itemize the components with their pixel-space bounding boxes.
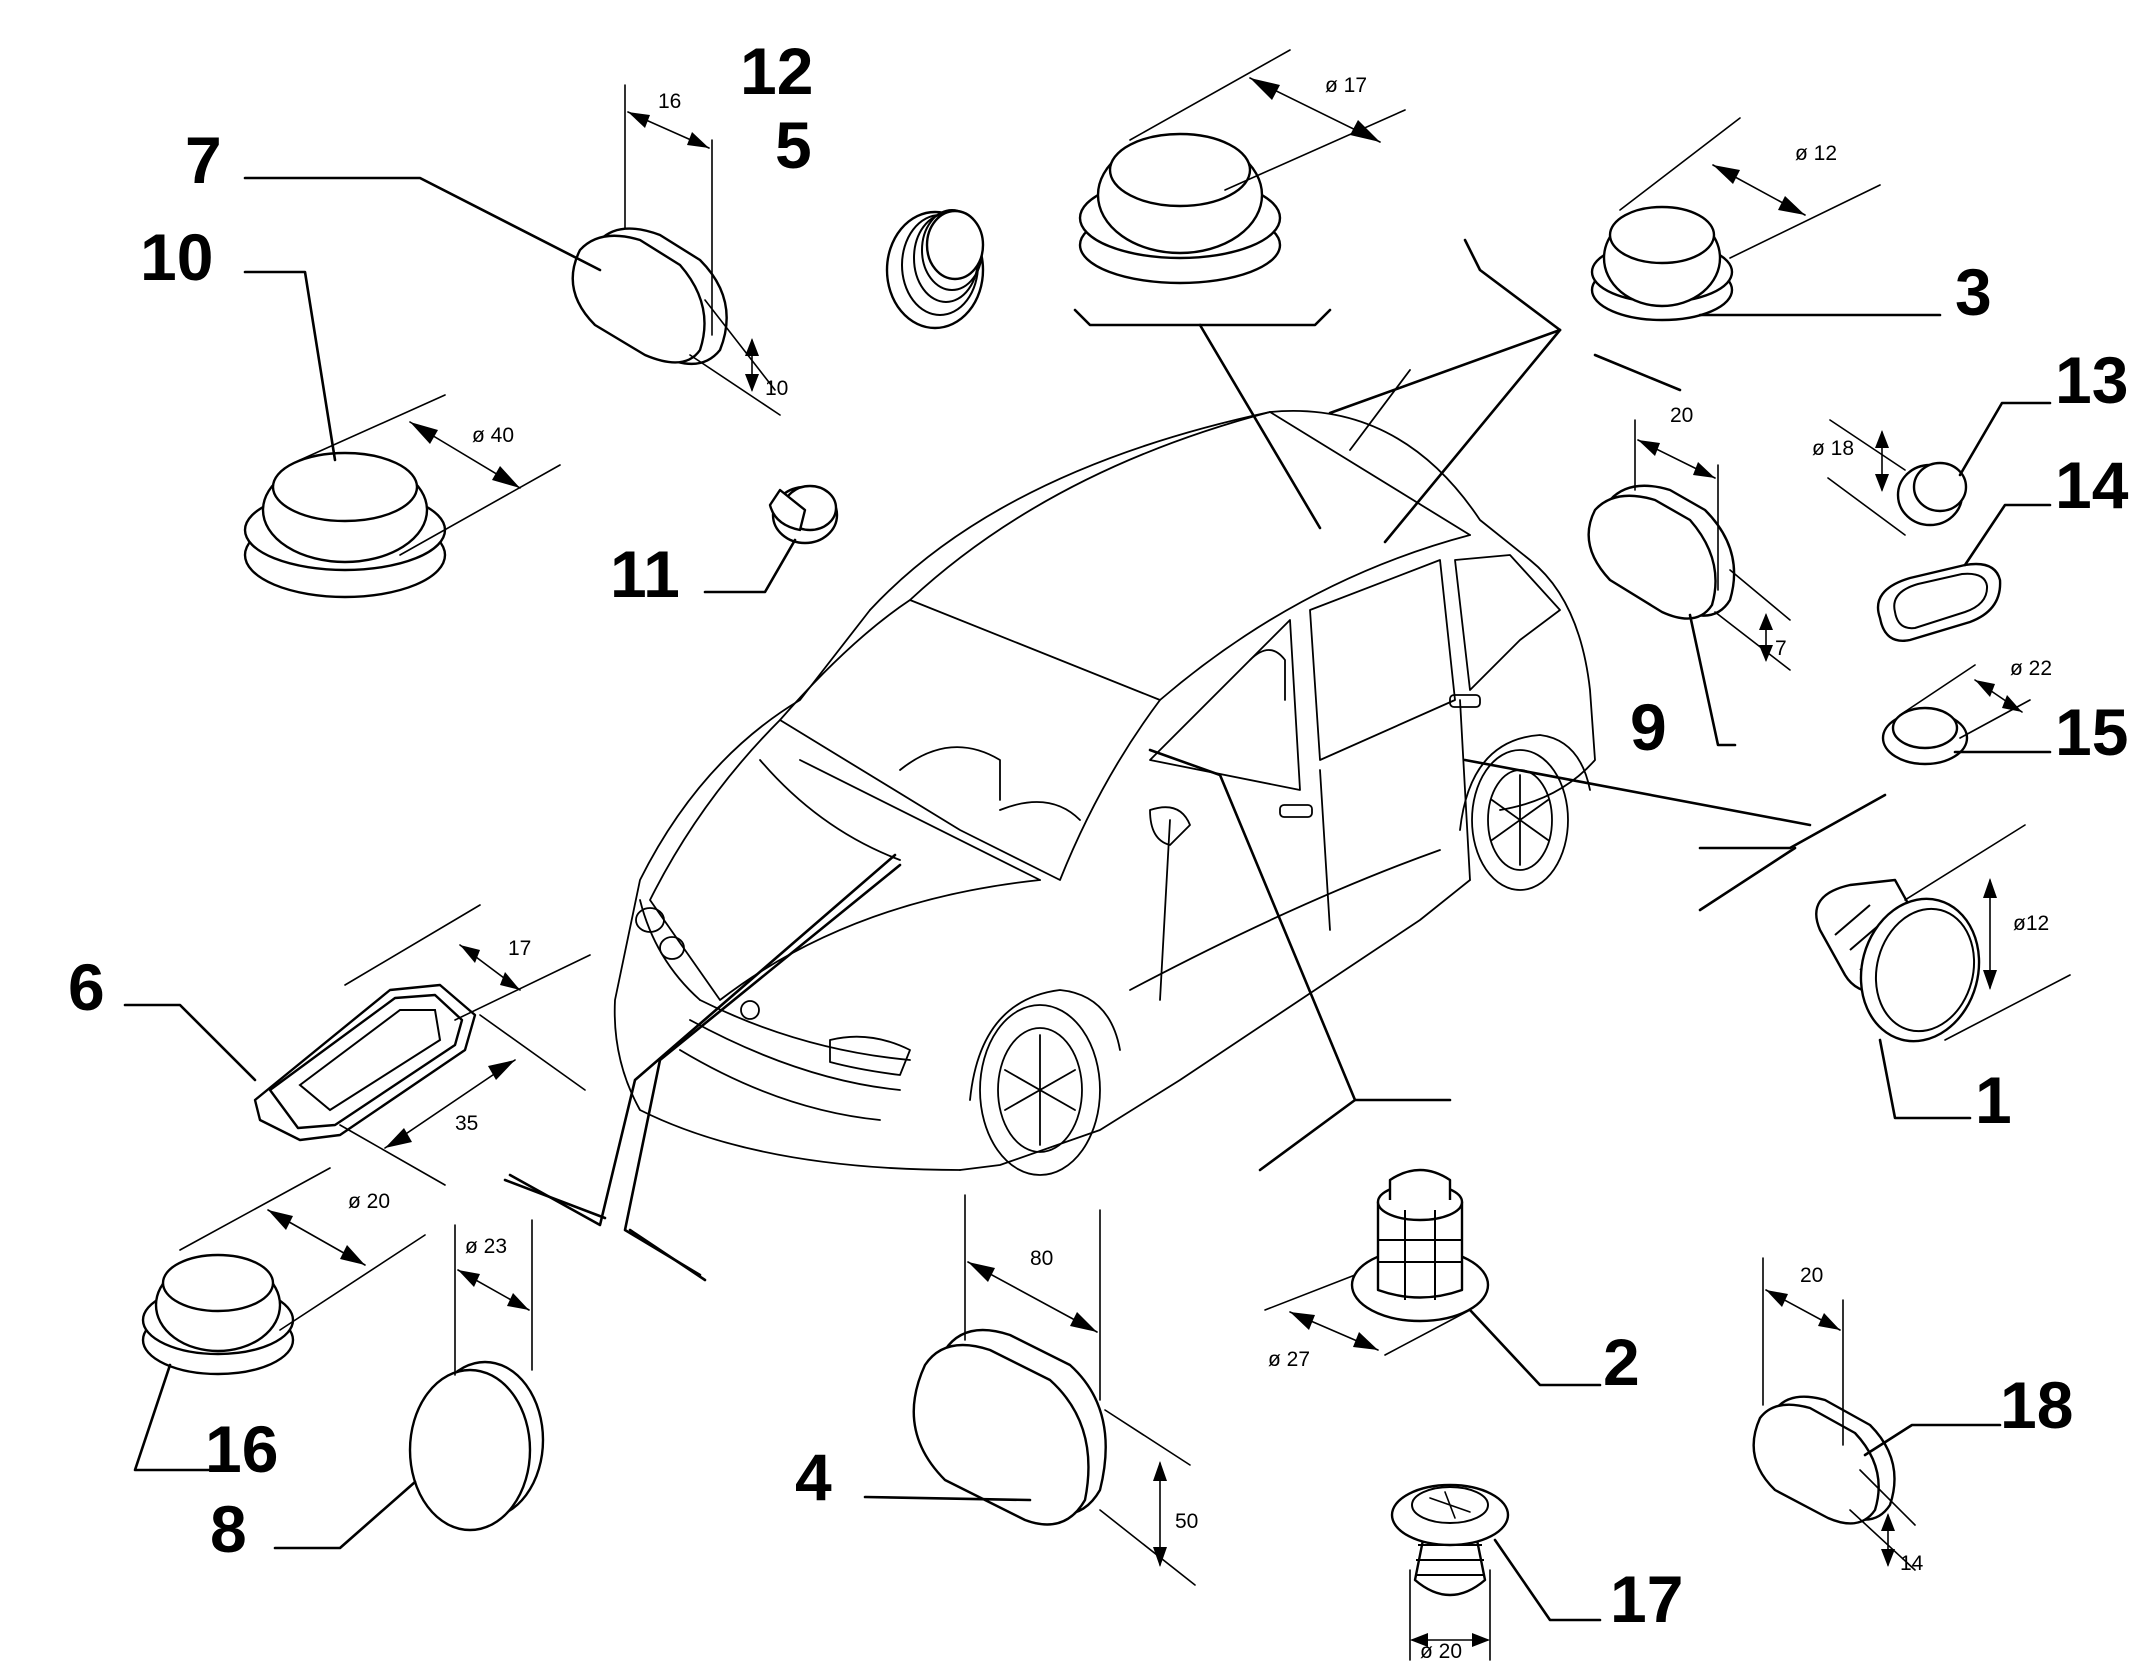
- part-7-oval-plug: [243, 84, 781, 416]
- dim-part-8: ø 23: [465, 1235, 507, 1258]
- part-1-clip-cap: [1815, 824, 2071, 1120]
- dim-part-7-width: 10: [765, 377, 788, 400]
- dim-part-6-length: 35: [455, 1112, 478, 1135]
- dim-part-2: ø 27: [1268, 1348, 1310, 1371]
- dim-part-4-width: 50: [1175, 1510, 1198, 1533]
- callout-3: 3: [1955, 255, 1992, 329]
- callout-16: 16: [205, 1412, 278, 1486]
- vehicle-illustration: [613, 369, 1596, 1176]
- part-6-rect-plug: [123, 904, 591, 1186]
- dim-part-12: ø 17: [1325, 74, 1367, 97]
- leader-lines: [503, 238, 1887, 1282]
- dim-part-18-width: 14: [1900, 1552, 1924, 1575]
- callout-12: 12: [740, 34, 813, 108]
- dim-part-6-width: 17: [508, 937, 531, 960]
- callout-labels: 1 2 3 4 5 6 7 8 9 10 11 12 13 14 15 16 1…: [68, 34, 2129, 1636]
- dim-part-9-width: 7: [1775, 637, 1787, 660]
- callout-4: 4: [795, 1440, 832, 1514]
- callout-18: 18: [2000, 1368, 2073, 1442]
- callout-11: 11: [610, 537, 680, 611]
- callout-5: 5: [775, 108, 812, 182]
- part-11-clip: [703, 484, 839, 594]
- part-13-plug: [1827, 401, 2052, 536]
- dim-part-7-length: 16: [658, 90, 681, 113]
- callout-9: 9: [1630, 690, 1667, 764]
- callout-2: 2: [1603, 1325, 1640, 1399]
- part-8-round-cap: [273, 1219, 545, 1550]
- part-2-push-clip: [1264, 1168, 1602, 1387]
- callout-7: 7: [185, 123, 222, 197]
- dim-part-3: ø 12: [1795, 142, 1837, 165]
- callout-6: 6: [68, 950, 105, 1024]
- callout-17: 17: [1610, 1562, 1683, 1636]
- part-5-ribbed-grommet: [885, 209, 985, 330]
- dim-part-16: ø 20: [348, 1190, 390, 1213]
- part-9-oval-plug: [1587, 419, 1791, 747]
- part-10-grommet: [243, 270, 561, 599]
- dim-part-13: ø 18: [1812, 437, 1854, 460]
- callout-1: 1: [1975, 1063, 2012, 1137]
- callout-14: 14: [2055, 448, 2129, 522]
- part-14-cap: [1876, 503, 2052, 642]
- dim-part-4-length: 80: [1030, 1247, 1053, 1270]
- part-3-grommet: [1590, 117, 1942, 322]
- dim-part-17: ø 20: [1420, 1640, 1462, 1663]
- part-16-grommet: [133, 1167, 426, 1472]
- part-18-oval-plug: [1752, 1257, 2002, 1571]
- part-4-oval-plug: [863, 1194, 1196, 1586]
- dim-part-18-length: 20: [1800, 1264, 1823, 1287]
- dim-part-15: ø 22: [2010, 657, 2052, 680]
- part-12-grommet: [1078, 49, 1406, 285]
- callout-8: 8: [210, 1492, 247, 1566]
- dim-part-10: ø 40: [472, 424, 514, 447]
- part-17-threaded-plug: [1390, 1483, 1602, 1661]
- callout-15: 15: [2055, 695, 2128, 769]
- part-15-round-cap: [1881, 664, 2052, 766]
- dim-part-1: ø12: [2013, 912, 2049, 935]
- callout-10: 10: [140, 220, 213, 294]
- callout-13: 13: [2055, 343, 2128, 417]
- dim-part-9-length: 20: [1670, 404, 1693, 427]
- dimension-labels: ø12 ø 27 ø 12 80 50 35 17 16 10 ø 23 20 …: [348, 74, 2052, 1663]
